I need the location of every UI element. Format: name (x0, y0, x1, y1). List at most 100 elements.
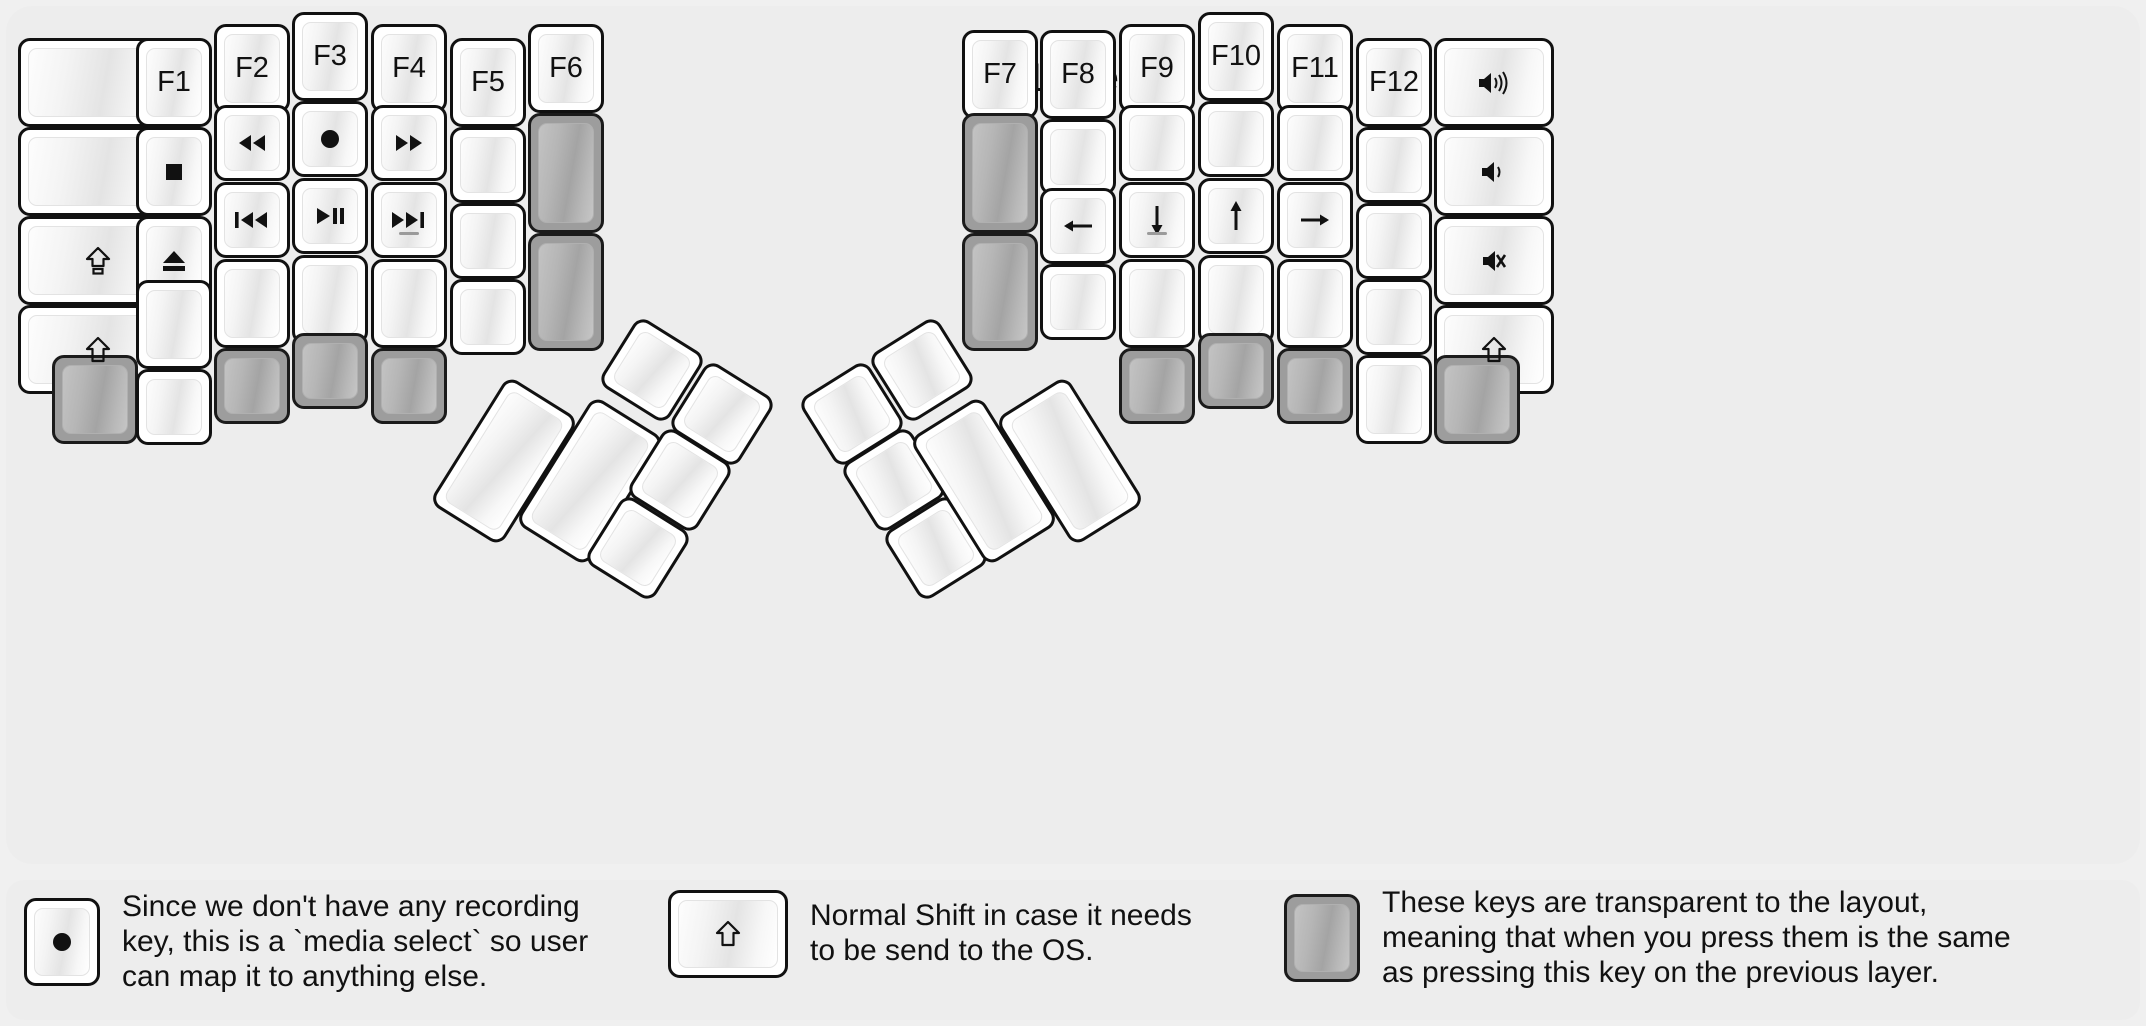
left-key-c4r1-f3[interactable]: F3 (292, 12, 368, 101)
left-key-c4r5-transparent[interactable] (292, 333, 368, 409)
left-key-c6r4[interactable] (450, 279, 526, 355)
key-label: F9 (1140, 52, 1174, 84)
right-key-c6r4[interactable] (1356, 279, 1432, 355)
right-key-c5r2[interactable] (1277, 105, 1353, 181)
left-key-c3r1-f2[interactable]: F2 (214, 24, 290, 113)
keycap-face (460, 289, 516, 345)
right-key-c3r1-f9[interactable]: F9 (1119, 24, 1195, 113)
legend-key-transparent (1284, 894, 1360, 983)
keycap-face (1366, 137, 1422, 193)
right-key-c4r5-transparent[interactable] (1198, 333, 1274, 409)
keycap-face (381, 358, 437, 414)
left-key-c2r5[interactable] (136, 369, 212, 445)
left-key-c6r3[interactable] (450, 203, 526, 279)
legend-item-shift: Normal Shift in case it needs to be send… (668, 890, 1192, 978)
right-key-c3r5-transparent[interactable] (1119, 348, 1195, 424)
left-key-c4r3-play-pause[interactable] (292, 178, 368, 254)
right-key-c6r2[interactable] (1356, 127, 1432, 203)
key-label: F5 (471, 66, 505, 98)
left-key-c5r5-transparent[interactable] (371, 348, 447, 424)
keycap-face (1208, 188, 1264, 244)
right-key-c4r1-f10[interactable]: F10 (1198, 12, 1274, 101)
keycap-face (972, 243, 1028, 341)
keycap-face (1208, 343, 1264, 399)
keycap-face (1050, 129, 1106, 185)
key-label: F7 (983, 58, 1017, 90)
right-key-c3r2[interactable] (1119, 105, 1195, 181)
keycap-face (1129, 358, 1185, 414)
right-key-c5r4[interactable] (1277, 259, 1353, 348)
keycap-face (1366, 213, 1422, 269)
right-key-c4r4[interactable] (1198, 255, 1274, 344)
keycap-face (538, 123, 594, 223)
right-key-c7r5-transparent[interactable] (1434, 355, 1520, 444)
left-key-c3r3-previous[interactable] (214, 182, 290, 258)
keycap-face (302, 188, 358, 244)
keycap-face (381, 192, 437, 248)
legend-text: These keys are transparent to the layout… (1382, 886, 2011, 989)
legend-panel (6, 880, 2140, 1020)
right-key-c7r3-volume-mute[interactable] (1434, 216, 1554, 305)
media-eject-icon (161, 249, 187, 273)
keycap-face: F3 (302, 22, 358, 91)
left-key-c6r2[interactable] (450, 127, 526, 203)
key-label: F3 (313, 40, 347, 72)
left-key-c4r2-record[interactable] (292, 101, 368, 177)
legend-key-record (24, 898, 100, 987)
arrow-left-icon (1061, 215, 1095, 237)
right-key-c6r5[interactable] (1356, 355, 1432, 444)
right-key-c2r3-arrow-left[interactable] (1040, 188, 1116, 264)
left-key-c5r2-fast-forward[interactable] (371, 105, 447, 181)
right-key-c1r3-transparent[interactable] (962, 233, 1038, 351)
left-key-c5r4[interactable] (371, 259, 447, 348)
left-key-c3r4[interactable] (214, 259, 290, 348)
keycap-face (1444, 48, 1544, 117)
legend-item-record: Since we don't have any recording key, t… (24, 890, 588, 994)
right-key-c6r3[interactable] (1356, 203, 1432, 279)
key-label: F12 (1369, 66, 1419, 98)
right-key-c6r1-f12[interactable]: F12 (1356, 38, 1432, 127)
right-key-c3r4[interactable] (1119, 259, 1195, 348)
left-key-c2r2-stop[interactable] (136, 127, 212, 216)
keycap-face: F10 (1208, 22, 1264, 91)
left-key-c3r5-transparent[interactable] (214, 348, 290, 424)
left-key-c7r3-transparent[interactable] (528, 233, 604, 351)
key-label: F4 (392, 52, 426, 84)
keycap-face (146, 379, 202, 435)
key-label: F2 (235, 52, 269, 84)
right-key-c5r3-arrow-right[interactable] (1277, 182, 1353, 258)
left-key-c7r2-transparent[interactable] (528, 113, 604, 233)
right-key-c5r5-transparent[interactable] (1277, 348, 1353, 424)
keycap-face (381, 269, 437, 338)
media-fast-forward-icon (392, 133, 426, 153)
keycap-face (302, 111, 358, 167)
right-key-c3r3-arrow-down[interactable] (1119, 182, 1195, 258)
homing-bar (1147, 232, 1167, 235)
right-key-c1r1-f7[interactable]: F7 (962, 30, 1038, 119)
right-key-c4r2[interactable] (1198, 101, 1274, 177)
right-key-c2r2[interactable] (1040, 119, 1116, 195)
keycap-face (460, 213, 516, 269)
right-key-c2r1-f8[interactable]: F8 (1040, 30, 1116, 119)
left-key-c2r4[interactable] (136, 280, 212, 369)
left-key-c2r1-f1[interactable]: F1 (136, 38, 212, 127)
left-key-c1r5-transparent[interactable] (52, 355, 138, 444)
right-key-c2r4[interactable] (1040, 264, 1116, 340)
right-key-c7r2-volume-down[interactable] (1434, 127, 1554, 216)
left-key-c3r2-rewind[interactable] (214, 105, 290, 181)
right-key-c7r1-volume-up[interactable] (1434, 38, 1554, 127)
right-key-c4r3-arrow-up[interactable] (1198, 178, 1274, 254)
right-key-c1r2-transparent[interactable] (962, 113, 1038, 233)
left-key-c7r1-f6[interactable]: F6 (528, 24, 604, 113)
keycap-face (1287, 192, 1343, 248)
left-key-c6r1-f5[interactable]: F5 (450, 38, 526, 127)
keycap-face (224, 269, 280, 338)
keycap-face (460, 137, 516, 193)
keycap-face (1129, 192, 1185, 248)
left-key-c4r4[interactable] (292, 255, 368, 344)
left-key-c5r3-next[interactable] (371, 182, 447, 258)
keycap-face: F6 (538, 34, 594, 103)
left-key-c5r1-f4[interactable]: F4 (371, 24, 447, 113)
right-key-c5r1-f11[interactable]: F11 (1277, 24, 1353, 113)
